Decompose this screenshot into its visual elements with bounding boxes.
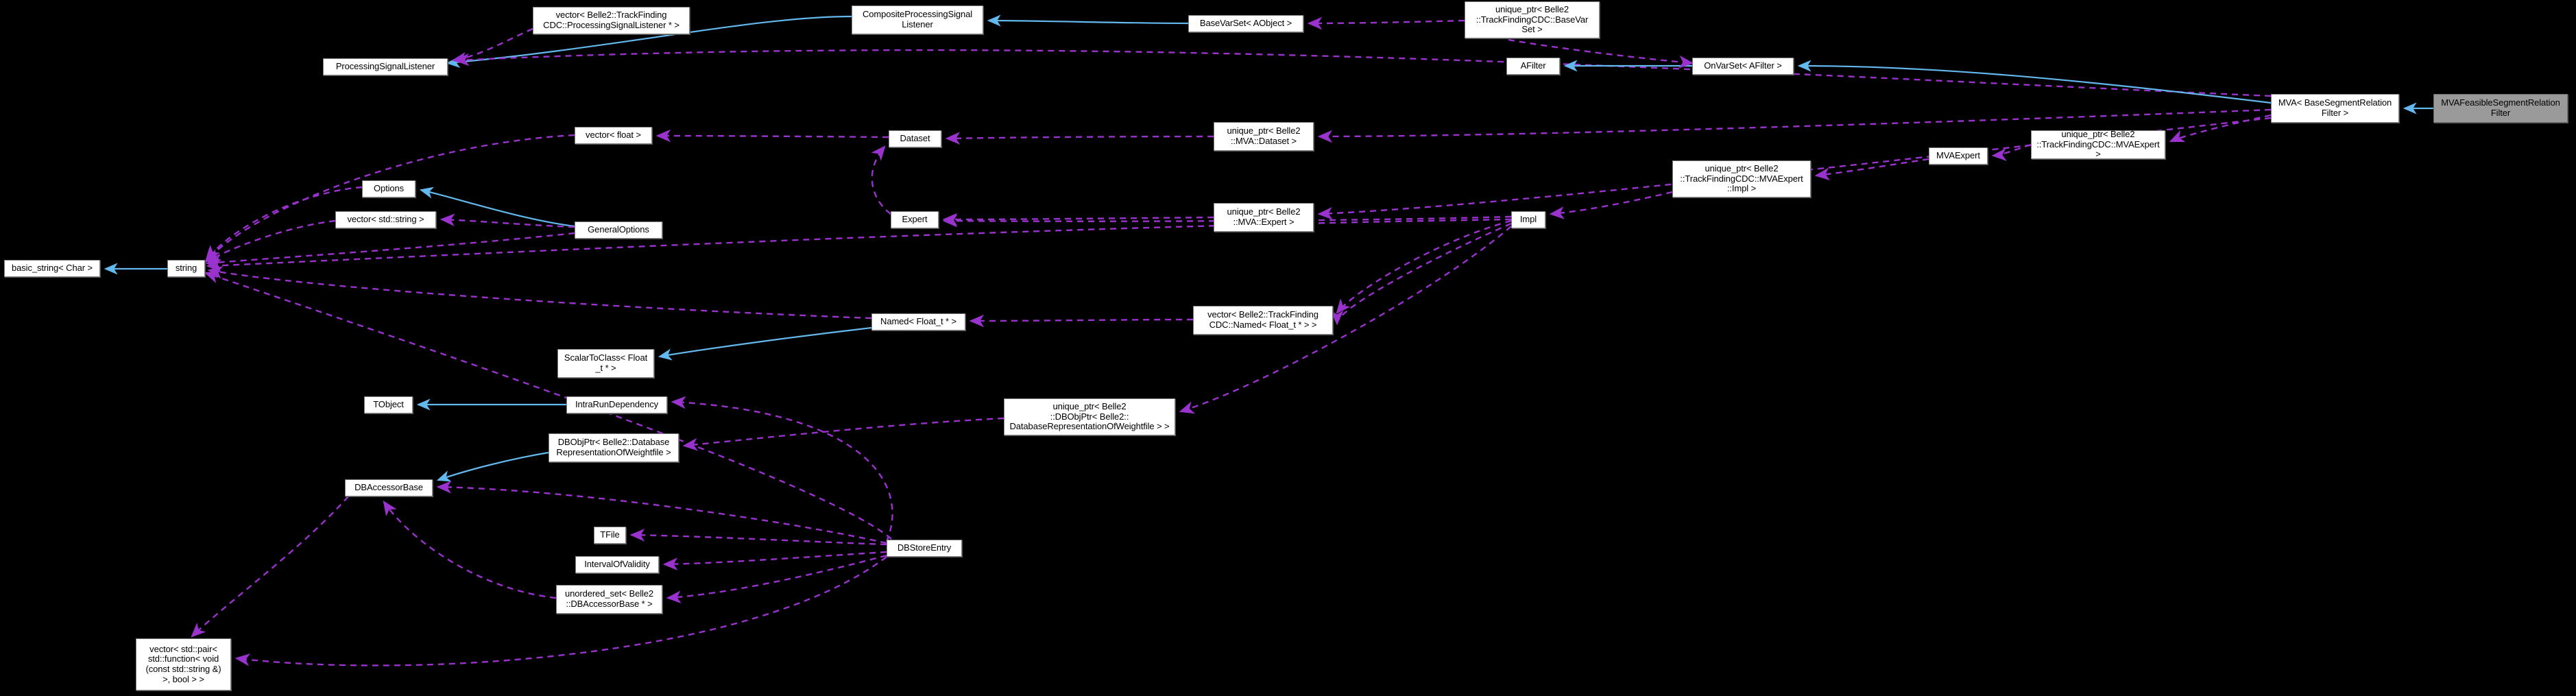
edge-n_mva_bsrf-to-n_onvarset xyxy=(1797,60,2272,104)
class-node-tobject[interactable]: TObject xyxy=(364,396,413,413)
edge-n_dbstoreentry-to-n_unordered_set xyxy=(666,554,887,603)
class-node-named_float[interactable]: Named< Float_t * > xyxy=(871,313,965,331)
class-node-vec_stdstring[interactable]: vector< std::string > xyxy=(335,211,436,228)
edge-n_dataset-to-n_vec_float xyxy=(655,129,889,143)
class-node-scalartoclass[interactable]: ScalarToClass< Float _t * > xyxy=(557,349,654,378)
class-node-mvaexpert[interactable]: MVAExpert xyxy=(1929,147,1988,165)
edge-n_dbstoreentry-to-n_ioval xyxy=(662,551,887,571)
class-node-uptr_basevar[interactable]: unique_ptr< Belle2 ::TrackFindingCDC::Ba… xyxy=(1465,1,1600,38)
class-node-string[interactable]: string xyxy=(167,260,205,277)
edge-n_uptr_basevar-to-n_basevarset xyxy=(1307,16,1465,30)
edge-n_basevarset-to-n_cpsl xyxy=(987,14,1189,27)
edge-n_vec_float-to-n_string xyxy=(204,134,575,263)
edge-n_genopts-to-n_vec_stdstring xyxy=(440,213,575,228)
edge-n_uptr_dataset-to-n_dataset xyxy=(945,132,1214,145)
class-node-psl[interactable]: ProcessingSignalListener xyxy=(323,58,448,75)
edge-n_vec_named-to-n_named_float xyxy=(969,314,1194,328)
edge-n_impl-to-n_vec_named xyxy=(1336,219,1512,314)
class-node-dbstoreentry[interactable]: DBStoreEntry xyxy=(887,540,962,557)
class-node-vec_float[interactable]: vector< float > xyxy=(575,127,652,144)
edge-n_dbstoreentry-to-n_dbaccessor xyxy=(436,481,887,544)
class-node-expert[interactable]: Expert xyxy=(891,211,939,228)
edge-n_mvaexpert-to-n_uptr_mvaimpl xyxy=(1814,158,1929,181)
edge-n_dbobjptr-to-n_dbaccessor xyxy=(436,451,549,482)
class-node-vec_pair[interactable]: vector< std::pair< std::function< void (… xyxy=(136,638,231,691)
class-node-uptr_mvaexp2[interactable]: unique_ptr< Belle2 ::TrackFindingCDC::MV… xyxy=(2031,129,2165,159)
edge-n_named_float-to-n_scalartoclass xyxy=(658,326,872,361)
edge-n_genopts-to-n_string xyxy=(205,232,575,269)
edge-n_uptr_mvaexp2-to-n_mvaexpert xyxy=(1991,143,2032,161)
edge-n_named_float-to-n_string xyxy=(207,266,872,320)
class-node-intrarun[interactable]: IntraRunDependency xyxy=(566,396,667,413)
edge-n_vec_stdstring-to-n_string xyxy=(205,219,336,263)
class-node-vec_named[interactable]: vector< Belle2::TrackFinding CDC::Named<… xyxy=(1193,306,1333,335)
class-node-tfile[interactable]: TFile xyxy=(594,527,626,544)
edge-n_expert-to-n_dataset xyxy=(871,145,891,215)
edge-n_dbaccessor-to-n_vec_pair xyxy=(191,496,349,638)
edge-n_mva_bsrf-to-n_psl xyxy=(454,49,2272,97)
class-node-uptr_mvaimpl[interactable]: unique_ptr< Belle2 ::TrackFindingCDC::MV… xyxy=(1672,160,1811,197)
class-node-impl[interactable]: Impl xyxy=(1511,211,1545,228)
class-node-dbobjptr[interactable]: DBObjPtr< Belle2::Database Representatio… xyxy=(549,433,679,462)
class-node-options[interactable]: Options xyxy=(362,180,416,197)
edge-n_genopts-to-n_options xyxy=(419,187,575,228)
class-node-uptr_expert[interactable]: unique_ptr< Belle2 ::MVA::Expert > xyxy=(1214,203,1314,232)
class-node-dataset[interactable]: Dataset xyxy=(889,130,941,147)
class-node-unordered_set[interactable]: unordered_set< Belle2 ::DBAccessorBase *… xyxy=(556,585,662,614)
edge-n_mva_bsrf-to-n_uptr_mvaexp2 xyxy=(2169,114,2272,143)
edge-n_uptr_expert-to-n_expert xyxy=(942,213,1214,226)
class-node-basicstring[interactable]: basic_string< Char > xyxy=(4,260,100,277)
class-node-basevarset[interactable]: BaseVarSet< AObject > xyxy=(1188,15,1303,32)
edge-n_impl-to-n_named_float xyxy=(1330,222,1512,326)
class-node-uptr_dataset[interactable]: unique_ptr< Belle2 ::MVA::Dataset > xyxy=(1214,122,1314,151)
edge-n_dbstoreentry-to-n_intrarun xyxy=(671,396,893,542)
class-node-afilter[interactable]: AFilter xyxy=(1506,58,1560,75)
edge-n_uptr_dbobj-to-n_dbobjptr xyxy=(682,417,1004,451)
edge-n_dbstoreentry-to-n_string xyxy=(204,271,892,540)
class-node-ioval[interactable]: IntervalOfValidity xyxy=(575,556,659,573)
class-node-cpsl[interactable]: CompositeProcessingSignal Listener xyxy=(852,5,983,34)
edge-n_dbstoreentry-to-n_tfile xyxy=(629,528,887,546)
class-node-mvafsrf[interactable]: MVAFeasibleSegmentRelation Filter xyxy=(2433,94,2568,123)
edge-n_vec_psl-to-n_psl xyxy=(451,27,533,65)
class-node-uptr_dbobj[interactable]: unique_ptr< Belle2 ::DBObjPtr< Belle2:: … xyxy=(1004,398,1175,435)
class-node-dbaccessor[interactable]: DBAccessorBase xyxy=(345,479,433,496)
class-node-genopts[interactable]: GeneralOptions xyxy=(575,221,662,239)
edge-n_uptr_mvaimpl-to-n_impl xyxy=(1549,191,1673,219)
class-node-vec_psl[interactable]: vector< Belle2::TrackFinding CDC::Proces… xyxy=(533,7,690,34)
class-node-onvarset[interactable]: OnVarSet< AFilter > xyxy=(1692,58,1794,75)
edge-n_unordered_set-to-n_dbaccessor xyxy=(383,501,557,599)
class-node-mva_bsrf[interactable]: MVA< BaseSegmentRelation Filter > xyxy=(2271,94,2399,123)
